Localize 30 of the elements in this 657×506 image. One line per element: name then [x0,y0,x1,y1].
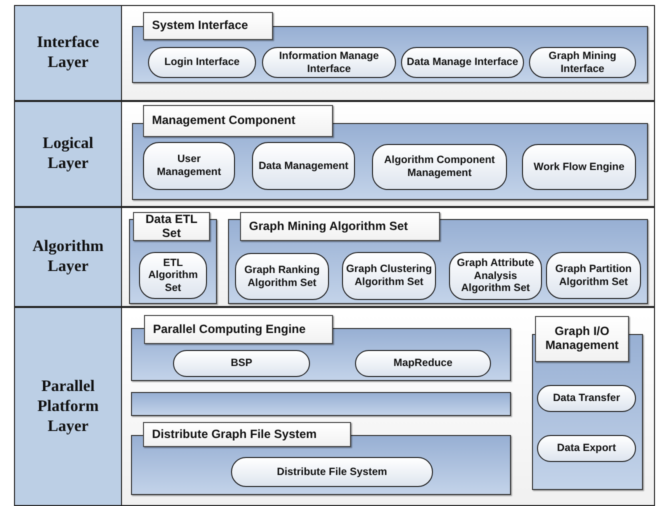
panel-heading: Management Component [143,105,333,137]
component-box: Login Interface [148,47,256,78]
component-box: Graph Mining Interface [529,47,636,78]
component-box: Data Manage Interface [401,47,524,78]
component-box: BSP [173,350,310,377]
panel-heading: Graph I/O Management [535,316,629,362]
component-box: Distribute File System [231,457,433,487]
component-box: Work Flow Engine [522,144,636,190]
layer-label-cell: Interface Layer [14,5,122,101]
layer-label-cell: Algorithm Layer [14,207,122,307]
component-box: Data Management [252,142,355,190]
component-box: Information Manage Interface [262,47,396,78]
panel-heading: Data ETL Set [133,212,210,241]
component-box: Data Export [537,435,636,462]
panel-heading: System Interface [143,12,273,40]
layer-bar [131,392,511,416]
component-box: ETL Algorithm Set [139,252,207,299]
component-box: Data Transfer [537,385,636,412]
panel-heading: Parallel Computing Engine [144,315,333,344]
component-box: MapReduce [355,350,491,377]
component-box: User Management [143,142,235,190]
layer-label-cell: Logical Layer [14,101,122,207]
component-box: Algorithm Component Management [372,144,507,190]
component-box: Graph Attribute Analysis Algorithm Set [449,252,542,300]
panel-heading: Graph Mining Algorithm Set [240,212,440,241]
component-box: Graph Ranking Algorithm Set [235,253,329,300]
component-box: Graph Clustering Algorithm Set [342,252,436,300]
panel-heading: Distribute Graph File System [143,422,351,447]
component-box: Graph Partition Algorithm Set [546,252,641,299]
layer-label-cell: Parallel Platform Layer [14,307,122,506]
